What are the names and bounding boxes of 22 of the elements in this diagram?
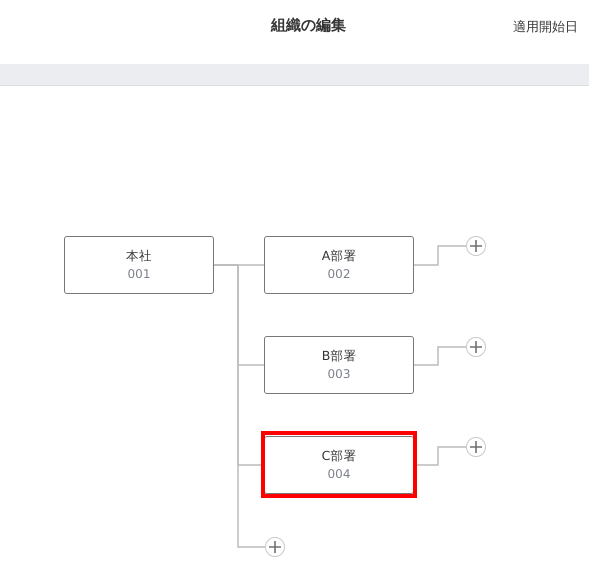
add-button: [466, 236, 486, 256]
department-name: B部署: [322, 347, 356, 365]
page-title: 組織の編集: [271, 16, 346, 35]
department-name: C部署: [322, 447, 356, 465]
add-button: [265, 537, 285, 557]
connector-line: [414, 245, 466, 266]
field-label: 適用開始日: [513, 19, 578, 36]
connector-line: [214, 264, 265, 548]
connector-line: [414, 446, 466, 466]
add-button: [466, 437, 486, 457]
department-code: 004: [328, 466, 350, 483]
department-box: [264, 236, 414, 294]
department-box: [264, 336, 414, 394]
add-button: [466, 337, 486, 357]
department-name: A部署: [322, 247, 356, 265]
department-code: 002: [328, 266, 350, 283]
connector-line: [414, 346, 466, 366]
department-code: 001: [128, 266, 150, 283]
department-name: 本社: [126, 247, 152, 265]
toolbar-band: [0, 64, 589, 86]
department-box: [64, 236, 214, 294]
department-code: 003: [328, 366, 350, 383]
